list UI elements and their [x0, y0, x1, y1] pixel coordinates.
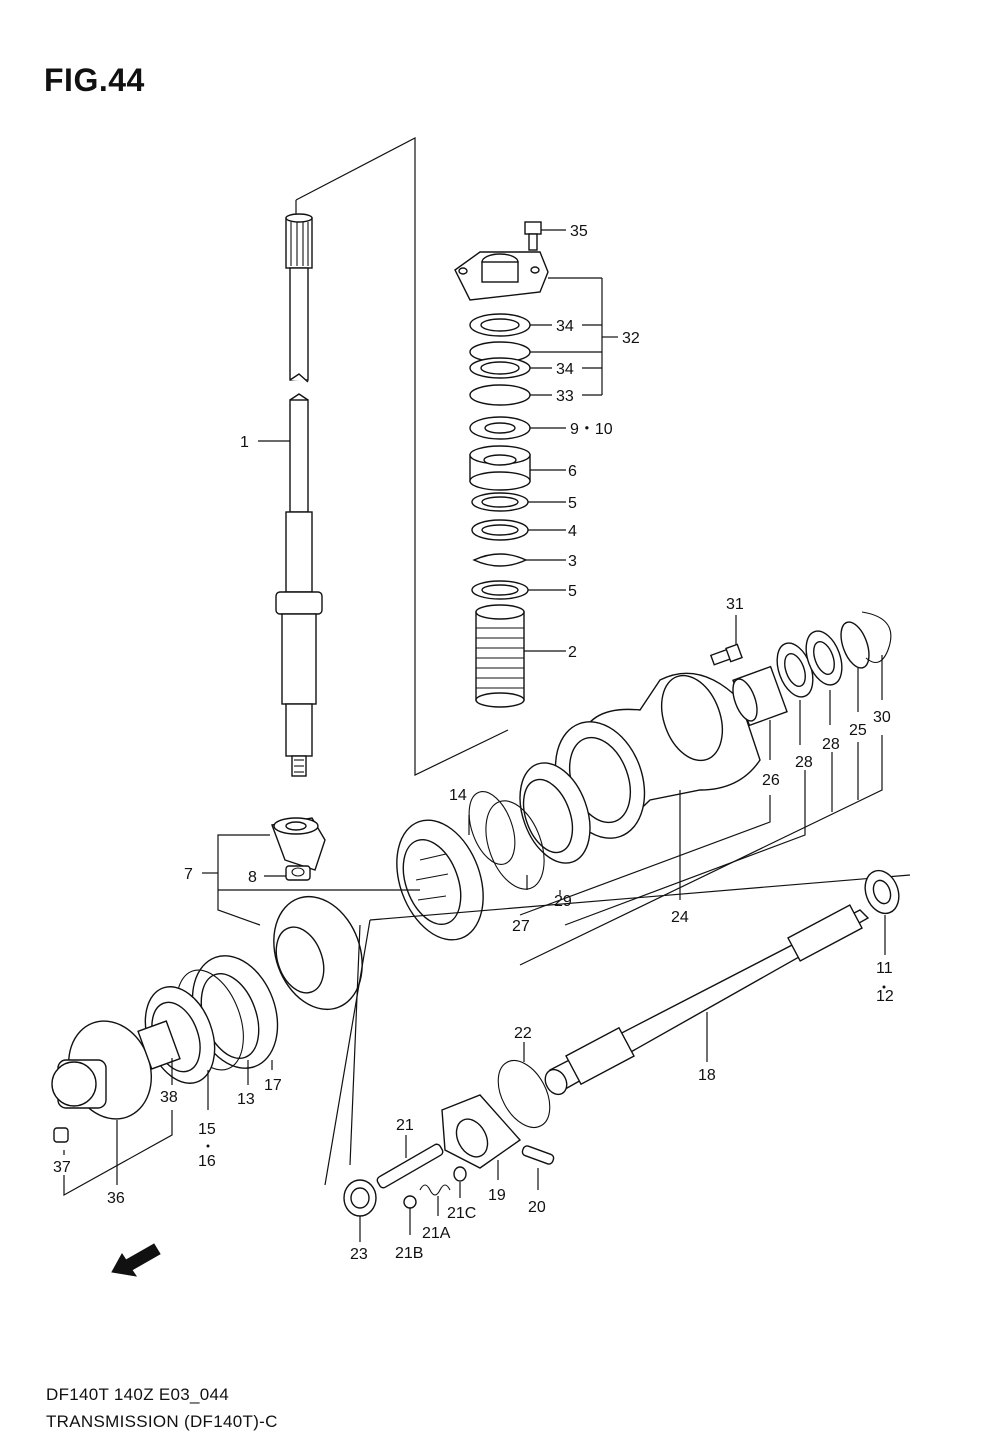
callout-19: 19 — [488, 1187, 506, 1204]
callout-9-10: 9・10 — [570, 421, 613, 438]
callout-16: 16 — [198, 1153, 216, 1170]
callout-24: 24 — [671, 909, 689, 926]
callout-37: 37 — [53, 1159, 71, 1176]
callout-34b: 34 — [556, 361, 574, 378]
callout-4: 4 — [568, 523, 577, 540]
callout-13: 13 — [237, 1091, 255, 1108]
callout-11: 11 — [876, 960, 893, 977]
figure-title: FIG.44 — [44, 62, 145, 98]
callout-12: 12 — [876, 988, 894, 1005]
callout-33: 33 — [556, 388, 574, 405]
driveshaft-part — [258, 137, 509, 777]
footer-model-code: DF140T 140Z E03_044 — [46, 1385, 230, 1404]
callout-labels: 35 34 32 34 33 9・10 6 5 4 3 5 2 1 31 30 … — [53, 223, 894, 1263]
footer-section-title: TRANSMISSION (DF140T)-C — [46, 1412, 278, 1431]
callout-23: 23 — [350, 1246, 368, 1263]
callout-3: 3 — [568, 553, 577, 570]
callout-32: 32 — [622, 330, 640, 347]
callout-2: 2 — [568, 644, 577, 661]
callout-26: 26 — [762, 772, 780, 789]
callout-14: 14 — [449, 787, 467, 804]
callout-21: 21 — [396, 1117, 414, 1134]
forward-gear-group — [202, 762, 591, 941]
callout-21a: 21A — [422, 1225, 451, 1242]
callout-28b: 28 — [795, 754, 813, 771]
callout-15: 15 — [198, 1121, 216, 1138]
callout-22: 22 — [514, 1025, 532, 1042]
callout-21b: 21B — [395, 1245, 423, 1262]
callout-34a: 34 — [556, 318, 574, 335]
callout-38: 38 — [160, 1089, 178, 1106]
propeller-shaft-group — [343, 869, 900, 1242]
callout-8: 8 — [248, 869, 257, 886]
callout-6: 6 — [568, 463, 577, 480]
pinion-bearing-stack — [454, 221, 618, 708]
callout-20: 20 — [528, 1199, 546, 1216]
callout-18: 18 — [698, 1067, 716, 1084]
callout-28a: 28 — [822, 736, 840, 753]
callout-17: 17 — [264, 1077, 282, 1094]
callout-35: 35 — [570, 223, 588, 240]
callout-5a: 5 — [568, 495, 577, 512]
callout-36: 36 — [107, 1190, 125, 1207]
callout-21c: 21C — [447, 1205, 476, 1222]
callout-5b: 5 — [568, 583, 577, 600]
callout-7: 7 — [184, 866, 193, 883]
callout-30: 30 — [873, 709, 891, 726]
callout-1: 1 — [240, 434, 249, 451]
reverse-gear-group — [51, 874, 911, 1197]
callout-25: 25 — [849, 722, 867, 739]
fwd-arrow-icon: FWD — [111, 1243, 161, 1277]
callout-29: 29 — [554, 893, 572, 910]
callout-31: 31 — [726, 596, 744, 613]
callout-27: 27 — [512, 918, 530, 935]
